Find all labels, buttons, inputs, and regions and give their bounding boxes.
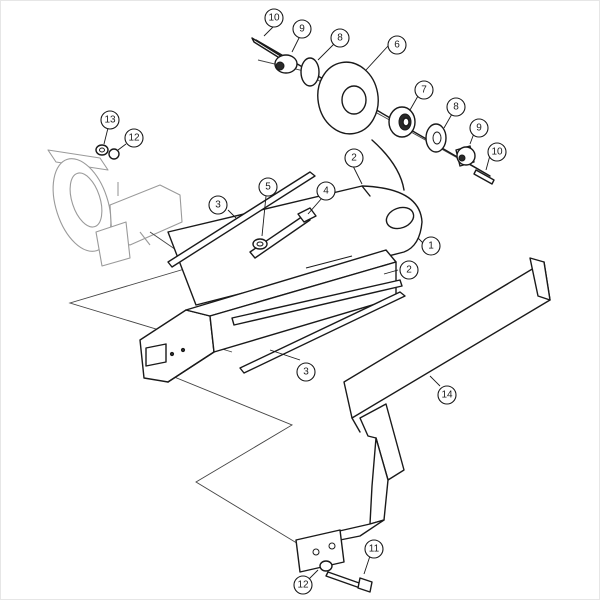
callout-8-top-label: 8	[337, 33, 343, 44]
frame-part-1	[167, 185, 423, 306]
callout-3-upper: 3	[208, 195, 228, 215]
callout-3-lower-label: 3	[303, 367, 309, 378]
callout-11-label: 11	[369, 544, 380, 555]
callout-4-label: 4	[323, 186, 329, 197]
callout-12-upper: 12	[124, 128, 144, 148]
callout-3-lower: 3	[296, 362, 316, 382]
callout-10-top: 10	[264, 8, 284, 28]
callout-5: 5	[258, 177, 278, 197]
callout-12-lower-label: 12	[297, 580, 309, 591]
callout-7-label: 7	[421, 85, 427, 96]
callout-8-lower-label: 8	[453, 102, 459, 113]
callout-5-label: 5	[265, 182, 271, 193]
callout-6: 6	[387, 35, 407, 55]
strip-part-3-upper	[167, 171, 316, 268]
callout-13-label: 13	[104, 115, 116, 126]
callout-9-top-label: 9	[299, 24, 305, 35]
nut-part-5	[252, 238, 268, 250]
bracket-part-14	[295, 257, 551, 573]
callout-13: 13	[100, 110, 120, 130]
callout-12-lower: 12	[293, 575, 313, 595]
callout-14-label: 14	[441, 390, 453, 401]
strip-part-2	[231, 279, 403, 326]
washer-part-12-lower	[319, 560, 333, 572]
callout-14: 14	[437, 385, 457, 405]
bolt-part-11	[325, 571, 373, 593]
callout-9-lower: 9	[469, 118, 489, 138]
callout-8-top: 8	[330, 28, 350, 48]
callout-2-upper-label: 2	[351, 153, 357, 164]
callout-10-lower: 10	[487, 142, 507, 162]
callout-3-upper-label: 3	[215, 200, 221, 211]
callout-2-lower: 2	[399, 260, 419, 280]
callout-9-lower-label: 9	[476, 123, 482, 134]
callout-7: 7	[414, 80, 434, 100]
callout-10-lower-label: 10	[491, 147, 503, 158]
callout-6-label: 6	[394, 40, 400, 51]
callout-8-lower: 8	[446, 97, 466, 117]
callout-1: 1	[421, 236, 441, 256]
callout-11: 11	[364, 539, 384, 559]
callout-2-upper: 2	[344, 148, 364, 168]
washer-part-12-upper	[108, 148, 120, 160]
callout-4: 4	[316, 181, 336, 201]
callout-12-upper-label: 12	[128, 133, 140, 144]
callout-2-lower-label: 2	[406, 265, 412, 276]
strip-part-3-lower	[239, 291, 406, 374]
ghost-machine-frame	[47, 149, 183, 267]
pulley-assembly	[251, 37, 495, 191]
callout-1-label: 1	[428, 241, 434, 252]
callout-9-top: 9	[292, 19, 312, 39]
nut-part-13	[95, 144, 109, 156]
callout-10-top-label: 10	[268, 13, 280, 24]
